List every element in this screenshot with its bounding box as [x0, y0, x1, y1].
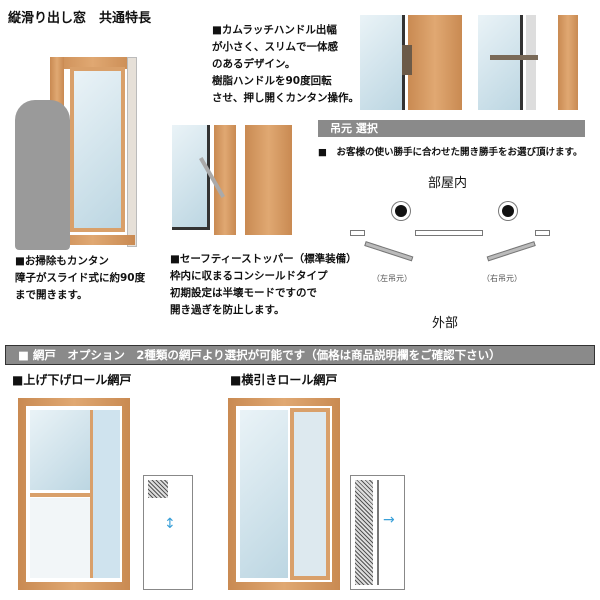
roll-screen-vertical-label: ■上げ下げロール網戸	[12, 373, 132, 387]
casement-window-photo	[15, 55, 140, 255]
left-hinge-label: （左吊元）	[372, 274, 412, 283]
person-silhouette	[15, 100, 70, 250]
page-title: 縦滑り出し窓 共通特長	[8, 11, 152, 26]
stopper-frame-photo	[245, 125, 292, 235]
handle-closed-photo	[360, 15, 462, 110]
stopper-photo	[172, 125, 238, 235]
text-line: 開き過ぎを防止します。	[170, 304, 285, 316]
hinge-diagram: （左吊元） （右吊元）	[350, 195, 550, 283]
text-line: 初期設定は半壊モードですので	[170, 287, 317, 299]
cleaning-feature-text: ■お掃除もカンタン 障子がスライド式に約90度 まで開きます。	[15, 253, 145, 304]
eye-icon	[395, 205, 407, 217]
vertical-screen-diagram: ↕	[143, 475, 193, 590]
text-line: ■カムラッチハンドル出幅	[212, 24, 337, 36]
hinge-description: ■ お客様の使い勝手に合わせた開き勝手をお選び頂けます。	[318, 147, 583, 158]
text-line: させ、押し開くカンタン操作。	[212, 92, 359, 104]
handle-feature-text: ■カムラッチハンドル出幅 が小さく、スリムで一体感 のあるデザイン。 樹脂ハンド…	[212, 22, 359, 107]
right-arrow-icon: →	[383, 512, 395, 528]
text-line: まで開きます。	[15, 289, 88, 301]
roll-screen-horizontal-label: ■横引きロール網戸	[230, 373, 338, 387]
text-line: のあるデザイン。	[212, 58, 296, 70]
horizontal-screen-window	[228, 398, 340, 590]
hinge-section-header: 吊元 選択	[318, 120, 585, 137]
text-line: が小さく、スリムで一体感	[212, 41, 338, 53]
horizontal-screen-diagram: →	[350, 475, 405, 590]
eye-icon	[502, 205, 514, 217]
text-line: 枠内に収まるコンシールドタイプ	[170, 270, 328, 282]
right-hinge-label: （右吊元）	[482, 274, 522, 283]
screen-section-header: ■ 網戸 オプション 2種類の網戸より選択が可能です（価格は商品説明欄をご確認下…	[5, 345, 595, 365]
stopper-feature-text: ■セーフティーストッパー（標準装備） 枠内に収まるコンシールドタイプ 初期設定は…	[170, 251, 357, 319]
outdoor-label: 外部	[432, 316, 459, 331]
vertical-screen-window	[18, 398, 130, 590]
indoor-label: 部屋内	[428, 176, 468, 191]
text-line: 樹脂ハンドルを90度回転	[212, 75, 332, 87]
text-line: ■お掃除もカンタン	[15, 255, 109, 267]
handle-open-photo	[478, 15, 578, 110]
text-line: ■セーフティーストッパー（標準装備）	[170, 253, 357, 265]
up-down-arrow-icon: ↕	[164, 516, 176, 532]
text-line: 障子がスライド式に約90度	[15, 272, 146, 284]
